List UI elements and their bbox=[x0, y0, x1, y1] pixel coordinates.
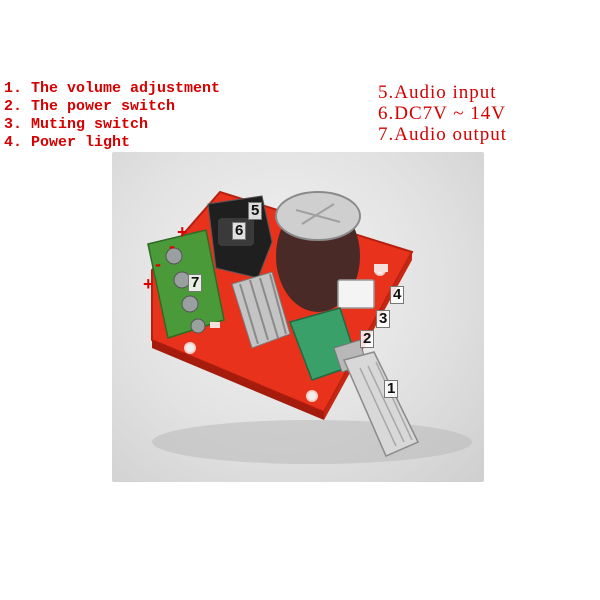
tag-4-power-light: 4 bbox=[390, 286, 405, 304]
mounting-hole bbox=[184, 342, 196, 354]
tag-2-power-switch: 2 bbox=[360, 330, 375, 348]
legend-item-power-light: 4. Power light bbox=[4, 134, 131, 151]
legend-item-audio-output: 7.Audio output bbox=[378, 124, 508, 145]
pcb-trace-pad bbox=[374, 264, 388, 272]
pcb-edge bbox=[152, 340, 324, 420]
pcb-trace-pad bbox=[210, 322, 220, 328]
legend-item-dc-voltage: 6.DC7V ~ 14V bbox=[378, 103, 507, 124]
board-shadow bbox=[152, 420, 472, 464]
amplifier-board-illustration bbox=[147, 190, 472, 464]
power-connector bbox=[337, 279, 375, 309]
product-photo: + - - + 7 6 5 4 3 2 1 bbox=[112, 152, 484, 482]
legend-item-power-switch: 2. The power switch bbox=[4, 98, 176, 115]
mounting-hole bbox=[306, 390, 318, 402]
legend-item-volume: 1. The volume adjustment bbox=[4, 80, 221, 97]
legend-item-audio-input: 5.Audio input bbox=[378, 82, 497, 103]
tag-minus-top: - bbox=[169, 236, 175, 256]
volume-knob-shaft bbox=[342, 351, 420, 457]
tag-6-dc-input: 6 bbox=[232, 222, 247, 240]
terminal-screw bbox=[190, 318, 206, 334]
legend-item-muting-switch: 3. Muting switch bbox=[4, 116, 149, 133]
tag-7-audio-output: 7 bbox=[188, 274, 203, 292]
tag-plus-top: + bbox=[177, 222, 188, 242]
tag-3-muting-switch: 3 bbox=[376, 310, 391, 328]
capacitor-vent bbox=[295, 203, 341, 225]
tag-minus-bottom: - bbox=[155, 254, 161, 274]
terminal-screw bbox=[165, 247, 183, 265]
tag-1-volume: 1 bbox=[384, 380, 399, 398]
tag-plus-bottom: + bbox=[143, 274, 154, 294]
heatsink-fins bbox=[239, 273, 287, 345]
knob-knurling bbox=[359, 361, 413, 447]
tag-5-audio-input: 5 bbox=[248, 202, 263, 220]
legend-right: 5.Audio input 6.DC7V ~ 14V 7.Audio outpu… bbox=[378, 82, 507, 145]
terminal-screw bbox=[181, 295, 199, 313]
legend-left: 1. The volume adjustment 2. The power sw… bbox=[4, 80, 220, 152]
